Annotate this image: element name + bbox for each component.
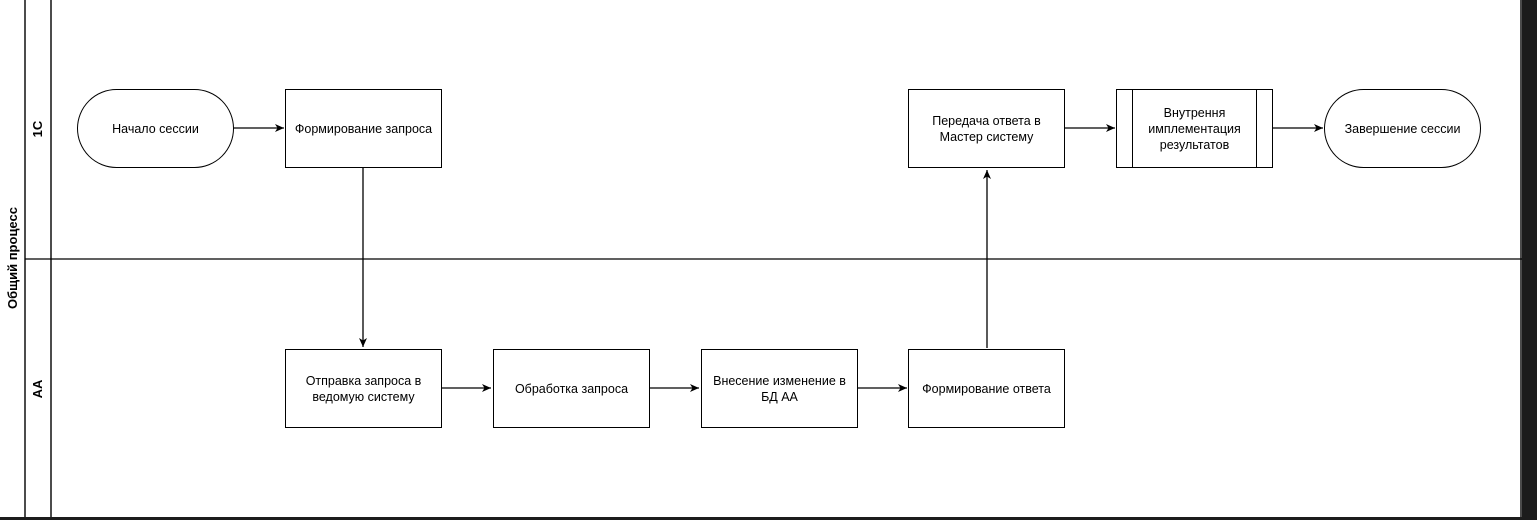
window-edge-bottom	[0, 517, 1537, 520]
lane-label-1c: 1С	[30, 120, 45, 138]
subprocess-bar-right	[1255, 90, 1257, 167]
task-process-request[interactable]: Обработка запроса	[493, 349, 650, 428]
subprocess-label: Внутрення имплементация результатов	[1148, 105, 1241, 152]
task-send-response[interactable]: Передача ответа в Мастер систему	[908, 89, 1065, 168]
subprocess-bar-left	[1132, 90, 1134, 167]
task-send-request[interactable]: Отправка запроса в ведомую систему	[285, 349, 442, 428]
window-edge-right	[1522, 0, 1537, 520]
start-event[interactable]: Начало сессии	[77, 89, 234, 168]
pool-title: Общий процесс	[5, 207, 20, 309]
subprocess-internal-implementation[interactable]: Внутрення имплементация результатов	[1116, 89, 1273, 168]
end-event[interactable]: Завершение сессии	[1324, 89, 1481, 168]
task-form-response[interactable]: Формирование ответа	[908, 349, 1065, 428]
task-form-request[interactable]: Формирование запроса	[285, 89, 442, 168]
lane-label-aa: АА	[30, 379, 45, 399]
task-db-change[interactable]: Внесение изменение в БД АА	[701, 349, 858, 428]
